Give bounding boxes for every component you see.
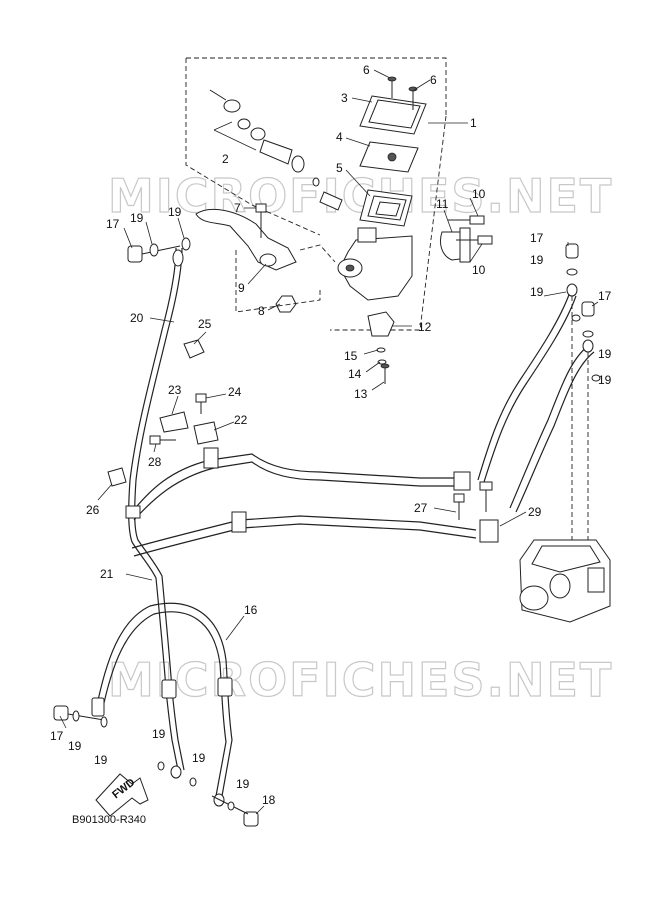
callout-19-f: 19 bbox=[598, 373, 612, 387]
callout-19-j: 19 bbox=[192, 751, 206, 765]
diaphragm bbox=[359, 189, 413, 227]
callout-15: 15 bbox=[344, 349, 358, 363]
union-bolt-upper-left bbox=[127, 237, 191, 263]
callout-19-d: 19 bbox=[530, 285, 544, 299]
callout-17-upper-left: 17 bbox=[106, 217, 120, 231]
brake-hose-21 bbox=[128, 479, 185, 779]
callout-28: 28 bbox=[148, 455, 162, 469]
callout-6-right: 6 bbox=[430, 73, 437, 87]
callout-10-lower: 10 bbox=[472, 263, 486, 277]
callout-19-c: 19 bbox=[530, 253, 544, 267]
bolt-28 bbox=[149, 435, 176, 445]
brake-pipes bbox=[125, 447, 477, 557]
callout-19-a: 19 bbox=[130, 211, 144, 225]
callout-7: 7 bbox=[234, 201, 241, 215]
callout-20: 20 bbox=[130, 311, 144, 325]
callout-19-b: 19 bbox=[168, 205, 182, 219]
union-bolt-right-lower bbox=[571, 301, 601, 382]
callout-13: 13 bbox=[354, 387, 368, 401]
callout-9: 9 bbox=[238, 281, 245, 295]
callout-16: 16 bbox=[244, 603, 258, 617]
callout-1: 1 bbox=[470, 116, 477, 130]
watermark-top: MICROFICHES.NET bbox=[108, 169, 613, 223]
callout-19-i: 19 bbox=[152, 727, 166, 741]
union-bolt-right-upper bbox=[565, 243, 579, 276]
brake-switch bbox=[367, 311, 412, 337]
forward-direction-arrow: FWD bbox=[95, 773, 149, 817]
diagram-code: B901300-R340 bbox=[72, 814, 146, 826]
leader-lines bbox=[59, 69, 599, 815]
pivot-nut bbox=[275, 295, 297, 313]
callout-21: 21 bbox=[100, 567, 114, 581]
callout-23: 23 bbox=[168, 383, 182, 397]
callout-5: 5 bbox=[336, 161, 343, 175]
piston-kit bbox=[209, 89, 343, 211]
callout-4: 4 bbox=[336, 130, 343, 144]
callout-25: 25 bbox=[198, 317, 212, 331]
union-bolt-lower-left bbox=[53, 705, 108, 728]
callout-3: 3 bbox=[341, 91, 348, 105]
callout-26: 26 bbox=[86, 503, 100, 517]
callout-29: 29 bbox=[528, 505, 542, 519]
holder-bolt-upper bbox=[448, 215, 485, 225]
callout-24: 24 bbox=[228, 385, 242, 399]
clip-25 bbox=[183, 339, 205, 359]
cap-screw-left bbox=[387, 76, 397, 98]
bracket-22 bbox=[193, 421, 219, 445]
master-cylinder-assembly bbox=[185, 57, 493, 337]
brake-lever bbox=[195, 208, 297, 271]
cap-screw-right bbox=[408, 86, 418, 110]
clip-26 bbox=[107, 467, 127, 487]
brake-hose-16 bbox=[91, 602, 233, 807]
callout-17-right-lower: 17 bbox=[598, 289, 612, 303]
clamp-23 bbox=[159, 411, 189, 433]
union-bolt-18 bbox=[157, 761, 259, 827]
callout-labels: 1 2 3 4 5 6 6 7 8 9 10 10 11 12 13 14 15… bbox=[50, 63, 612, 807]
callout-14: 14 bbox=[348, 367, 362, 381]
callout-6-left: 6 bbox=[363, 63, 370, 77]
callout-19-k: 19 bbox=[236, 777, 250, 791]
bolt-24 bbox=[195, 393, 207, 414]
callout-17-lower-left: 17 bbox=[50, 729, 64, 743]
callout-10-upper: 10 bbox=[472, 187, 486, 201]
switch-screw-stack bbox=[376, 347, 390, 384]
callout-12: 12 bbox=[418, 320, 432, 334]
callout-8: 8 bbox=[258, 304, 265, 318]
brake-hose-right bbox=[453, 283, 595, 543]
callout-2: 2 bbox=[222, 152, 229, 166]
master-cylinder-holder bbox=[439, 227, 471, 263]
callout-18: 18 bbox=[262, 793, 276, 807]
watermark-bottom: MICROFICHES.NET bbox=[108, 653, 613, 707]
bolt-29 bbox=[479, 481, 493, 512]
holder-bolt-lower bbox=[456, 235, 493, 245]
callout-19-e: 19 bbox=[598, 347, 612, 361]
callout-27: 27 bbox=[414, 501, 428, 515]
callout-19-h: 19 bbox=[94, 753, 108, 767]
abs-hydraulic-unit bbox=[519, 539, 611, 623]
callout-11: 11 bbox=[436, 197, 449, 211]
bolt-27 bbox=[453, 493, 465, 520]
callout-19-g: 19 bbox=[68, 739, 82, 753]
callout-22: 22 bbox=[234, 413, 248, 427]
callout-17-right-upper: 17 bbox=[530, 231, 544, 245]
master-cylinder-body bbox=[337, 227, 413, 301]
brake-hose-20 bbox=[129, 247, 184, 481]
